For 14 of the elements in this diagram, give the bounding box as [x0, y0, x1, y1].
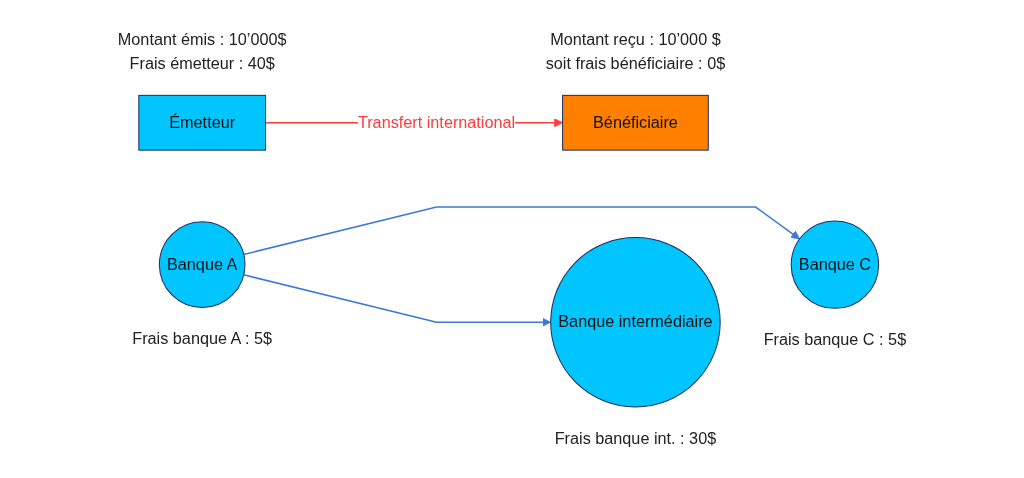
- node-label: Montant reçu : 10’000 $: [550, 30, 721, 48]
- node-circle: Banque C: [790, 220, 880, 309]
- edge-label: Transfert international: [357, 113, 516, 131]
- node-box: Émetteur: [138, 94, 267, 151]
- node-label: Frais émetteur : 40$: [129, 54, 275, 73]
- node-circle: Banque A: [158, 221, 246, 308]
- node-label: soit frais bénéficiaire : 0$: [545, 54, 726, 73]
- node-box: Bénéficiaire: [562, 94, 709, 151]
- arrow: [243, 206, 800, 256]
- node-label: Frais banque C : 5$: [763, 330, 907, 348]
- node-label: Montant émis : 10’000$: [117, 30, 287, 48]
- node-label: Frais banque A : 5$: [132, 329, 273, 348]
- node-label: Frais banque int. : 30$: [554, 429, 717, 447]
- node-circle: Banque intermédiaire: [550, 236, 721, 408]
